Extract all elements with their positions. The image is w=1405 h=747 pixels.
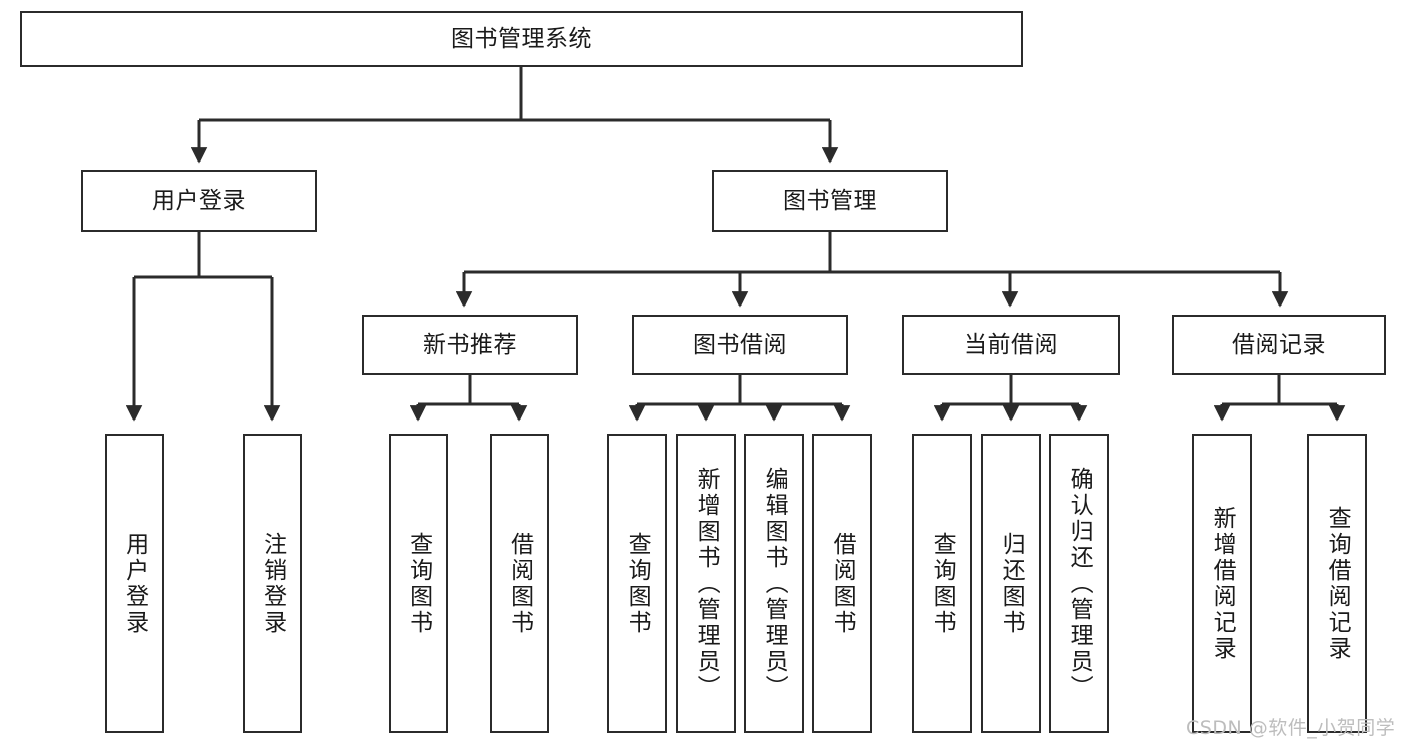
leaf-add-record[interactable]: 新增借阅记录 (1192, 434, 1252, 733)
leaf-query-record[interactable]: 查询借阅记录 (1307, 434, 1367, 733)
leaf-add-record-label: 新增借阅记录 (1209, 505, 1236, 662)
leaf-query-book-1[interactable]: 查询图书 (389, 434, 448, 733)
node-book-borrow-label: 图书借阅 (693, 331, 787, 358)
node-current-borrow[interactable]: 当前借阅 (902, 315, 1120, 375)
node-borrow-record-label: 借阅记录 (1232, 331, 1326, 358)
leaf-return-book-label: 归还图书 (998, 531, 1025, 636)
leaf-edit-book[interactable]: 编辑图书（管理员） (744, 434, 804, 733)
leaf-add-book[interactable]: 新增图书（管理员） (676, 434, 736, 733)
leaf-confirm-return[interactable]: 确认归还（管理员） (1049, 434, 1109, 733)
leaf-query-book-3[interactable]: 查询图书 (912, 434, 972, 733)
node-new-book-recommend[interactable]: 新书推荐 (362, 315, 578, 375)
leaf-user-login-label: 用户登录 (121, 531, 148, 636)
leaf-query-book-2[interactable]: 查询图书 (607, 434, 667, 733)
node-root[interactable]: 图书管理系统 (20, 11, 1023, 67)
leaf-user-login[interactable]: 用户登录 (105, 434, 164, 733)
node-current-borrow-label: 当前借阅 (964, 331, 1058, 358)
node-new-book-recommend-label: 新书推荐 (423, 331, 517, 358)
node-book-management[interactable]: 图书管理 (712, 170, 948, 232)
leaf-user-logout[interactable]: 注销登录 (243, 434, 302, 733)
node-book-management-label: 图书管理 (783, 187, 877, 214)
node-user-login[interactable]: 用户登录 (81, 170, 317, 232)
node-borrow-record[interactable]: 借阅记录 (1172, 315, 1386, 375)
leaf-query-record-label: 查询借阅记录 (1324, 505, 1351, 662)
leaf-edit-book-label: 编辑图书（管理员） (761, 466, 788, 701)
csdn-watermark: CSDN @软件_小贺同学 (1186, 717, 1396, 739)
node-book-borrow[interactable]: 图书借阅 (632, 315, 848, 375)
leaf-add-book-label: 新增图书（管理员） (693, 466, 720, 701)
leaf-query-book-1-label: 查询图书 (405, 531, 432, 636)
leaf-confirm-return-label: 确认归还（管理员） (1066, 466, 1093, 701)
node-user-login-label: 用户登录 (152, 187, 246, 214)
leaf-return-book[interactable]: 归还图书 (981, 434, 1041, 733)
node-root-label: 图书管理系统 (451, 25, 592, 52)
leaf-borrow-book-1-label: 借阅图书 (506, 531, 533, 636)
leaf-borrow-book-2[interactable]: 借阅图书 (812, 434, 872, 733)
leaf-query-book-2-label: 查询图书 (624, 531, 651, 636)
leaf-query-book-3-label: 查询图书 (929, 531, 956, 636)
leaf-borrow-book-1[interactable]: 借阅图书 (490, 434, 549, 733)
leaf-borrow-book-2-label: 借阅图书 (829, 531, 856, 636)
leaf-user-logout-label: 注销登录 (259, 531, 286, 636)
